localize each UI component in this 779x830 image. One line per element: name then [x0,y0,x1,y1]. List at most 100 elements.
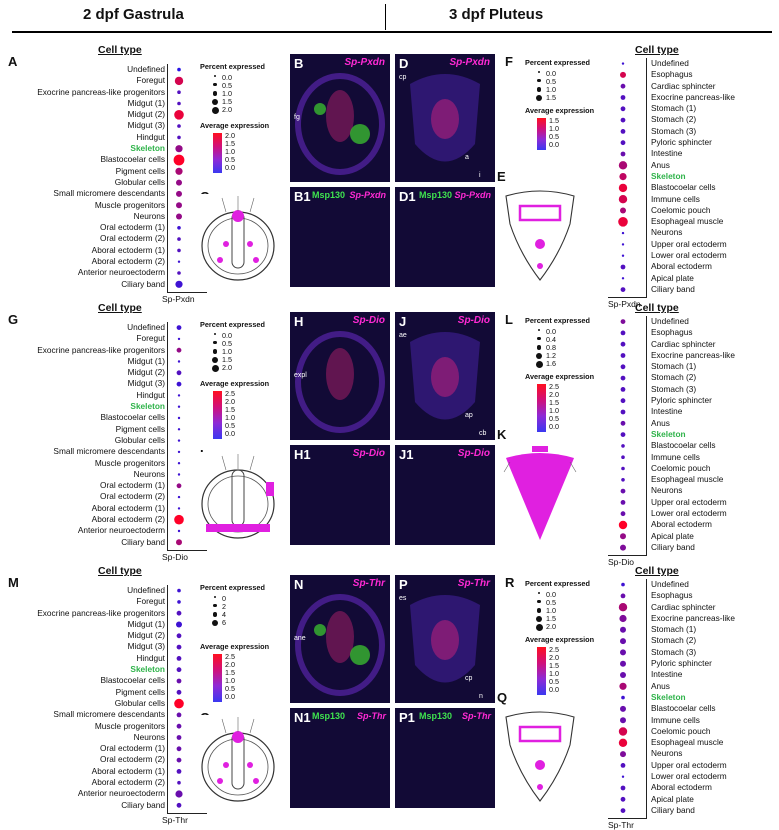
cell-type-title: Cell type [98,44,142,56]
cell-type-label: Stomach (2) [651,635,697,646]
panel-letter: J [399,314,407,329]
cell-type-label: Ciliary band [121,536,165,547]
percent-legend-dot [536,616,543,622]
cell-type-label: Coelomic pouch [651,725,711,736]
expression-dot [177,101,181,106]
expression-dot [176,769,182,774]
percent-legend-value: 1.2 [546,351,556,360]
percent-legend-dot [211,365,219,373]
cell-type-label: Midgut (2) [127,367,165,378]
expression-dot [176,325,182,330]
percent-legend-value: 1.0 [222,347,232,356]
expression-dot [177,135,181,140]
pluteus-schematic [500,442,580,542]
expression-dot [620,83,626,89]
expression-dot [177,405,181,408]
percent-legend-value: 2 [222,602,226,611]
cell-type-label: Anterior neuroectoderm [77,525,165,536]
average-legend-value: 2.0 [225,660,235,669]
cell-type-label: Immune cells [651,193,700,204]
average-legend-title: Average expression [525,635,595,644]
cell-type-label: Neurons [133,210,165,221]
cell-type-label: Stomach (1) [651,624,697,635]
annotation-label: cp [399,74,407,81]
expression-dot [177,248,181,253]
gene-tag: Sp-Dio [457,448,490,459]
percent-legend-value: 0 [222,594,226,603]
percent-legend-dot [538,592,540,594]
expression-dot [174,698,184,709]
expression-dot [177,439,181,442]
expression-dot [620,319,626,324]
percent-legend-value: 6 [222,618,226,627]
cell-type-label: Ciliary band [121,799,165,810]
cell-type-label: Skeleton [651,170,686,181]
expression-dot [620,151,626,157]
cell-type-label: Blastocoelar cells [651,440,716,451]
cell-type-label: Cardiac sphincter [651,338,716,349]
annotation-label: a [465,154,469,161]
panel-letter: H1 [294,447,311,462]
expression-dot [176,802,182,808]
expression-dot [620,500,626,505]
percent-legend-dot [212,91,218,96]
expression-dot [176,723,182,729]
gene-axis-label: Sp-Pxdn [608,299,641,309]
expression-colorbar [537,647,546,695]
cell-type-label: Blastocoelar cells [100,675,165,686]
average-legend-value: 1.0 [225,147,235,156]
expression-dot [620,129,626,134]
expression-dot [177,67,181,72]
average-legend-value: 1.5 [225,668,235,677]
cell-type-label: Midgut (3) [127,378,165,389]
header-rule [12,31,772,33]
expression-colorbar [537,384,546,432]
gene-axis-label: Sp-Pxdn [162,294,195,304]
expression-dot [177,271,181,275]
percent-legend-dot [212,99,219,105]
cell-type-label: Exocrine pancreas-like progenitors [37,607,165,618]
expression-dot [620,341,626,347]
expression-dot [621,775,625,778]
expression-dot [620,207,626,214]
annotation-label: es [399,595,407,602]
percent-legend-value: 0.0 [222,331,232,340]
expression-dot [621,478,625,482]
expression-dot [176,633,182,639]
percent-legend-title: Percent expressed [525,316,590,325]
expression-dot [620,638,626,645]
cell-type-label: Aboral ectoderm (2) [91,777,165,788]
expression-dot [620,140,626,146]
embryo-drawing [503,446,577,540]
panel-letter: A [8,54,18,69]
cell-type-label: Pyloric sphincter [651,137,712,148]
specimen-glow [295,73,385,175]
expression-dot [176,190,182,197]
expression-dot [621,444,625,448]
gene-tag: Sp-Thr [457,578,490,589]
cell-type-label: Upper oral ectoderm [651,238,727,249]
embryo-drawing [201,196,275,281]
panel-letter: P1 [399,710,415,725]
gene-tag: Sp-Thr [357,711,386,721]
cell-type-label: Pigment cells [115,686,165,697]
expression-dot [621,455,625,459]
cell-type-label: Small micromere descendants [53,446,165,457]
annotation-label: cb [479,430,487,437]
cell-type-label: Undefined [651,316,689,326]
expression-dot [176,712,182,718]
dotplot-axis [167,585,168,813]
cell-type-label: Neurons [133,731,165,742]
expression-dot [176,483,182,489]
cell-type-label: Skeleton [130,143,165,154]
cell-type-label: Oral ectoderm (1) [99,222,165,233]
average-legend-value: 0.5 [225,684,235,693]
percent-legend-dot [537,79,541,83]
gene-axis-label: Sp-Thr [608,820,634,830]
cell-type-label: Esophageal muscle [651,216,724,227]
cell-type-label: Blastocoelar cells [100,154,165,165]
dotplot-axis [167,550,207,551]
average-legend-value: 1.5 [225,139,235,148]
